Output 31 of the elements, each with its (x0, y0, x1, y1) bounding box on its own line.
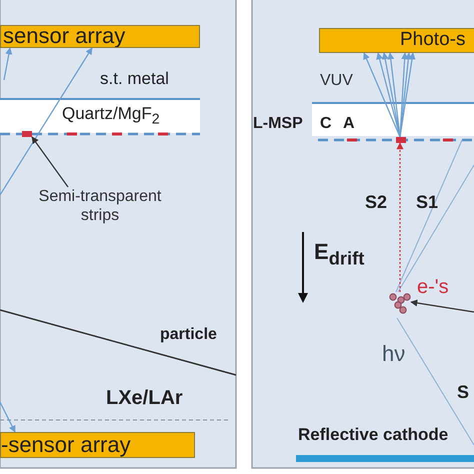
sensor-bar: -sensor array (0, 432, 195, 458)
arrow (0, 402, 16, 433)
light-label: VUV (320, 72, 353, 90)
arrow (410, 300, 474, 313)
photon-label: hν (382, 342, 406, 366)
leader-line (32, 136, 68, 188)
layer-label: Quartz/MgF$_{2}$ (62, 105, 160, 128)
arrow (399, 52, 416, 138)
arrow (399, 52, 412, 138)
arrow (0, 47, 92, 196)
field-label: E$_{drift}$ (314, 240, 364, 269)
signal-label: S1 (416, 193, 438, 213)
arrow (376, 52, 401, 138)
strip-segment (396, 137, 406, 143)
arrow (396, 142, 404, 292)
electron-label: e-'s (417, 276, 449, 298)
strip-segment (22, 131, 32, 137)
arrow (363, 52, 401, 138)
electrode-label: A (343, 115, 355, 133)
cathode-label: Reflective cathode (298, 426, 448, 445)
callout-text: Semi-transparent strips (30, 187, 170, 227)
component-label: L-MSP (253, 115, 303, 133)
layer-label: s.t. metal (100, 70, 169, 89)
signal-label: S2 (365, 193, 388, 213)
medium-label: LXe/LAr (106, 387, 183, 409)
electrode-label: C (320, 115, 332, 133)
arrow (3, 47, 12, 80)
sensor-bar: Photo-s (319, 28, 474, 53)
track-label: particle (160, 326, 217, 344)
signal-label: S (457, 383, 470, 403)
electron-cluster (389, 292, 411, 314)
